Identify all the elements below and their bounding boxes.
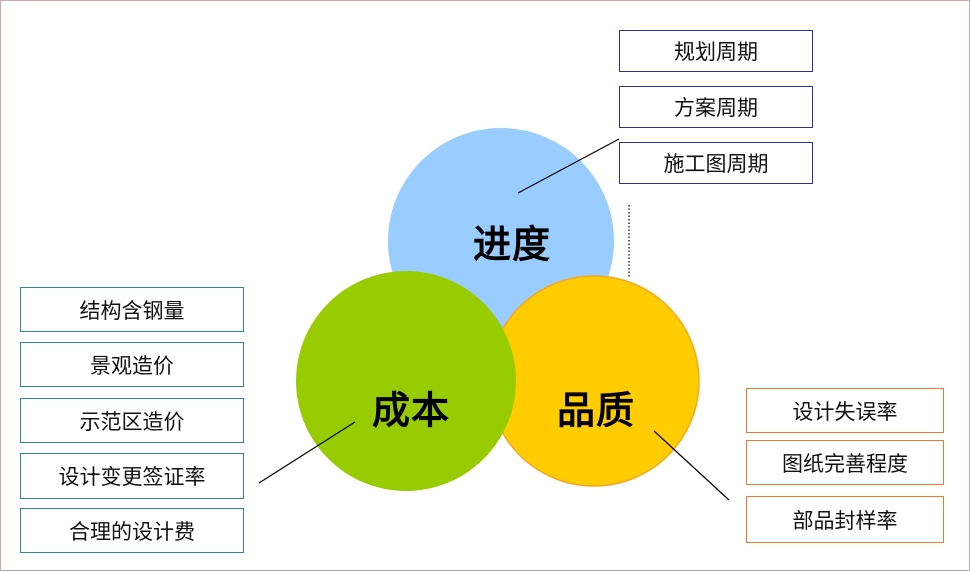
cost-item: 设计变更签证率 xyxy=(20,453,244,499)
schedule-item: 施工图周期 xyxy=(619,142,813,184)
quality-label: 品质 xyxy=(556,387,636,433)
schedule-connector-line xyxy=(517,138,620,194)
cost-circle xyxy=(296,271,516,491)
schedule-item: 规划周期 xyxy=(619,30,813,72)
cost-item: 合理的设计费 xyxy=(20,508,244,553)
quality-item: 设计失误率 xyxy=(746,388,944,433)
cost-item: 结构含钢量 xyxy=(20,287,244,332)
quality-item: 图纸完善程度 xyxy=(746,440,944,485)
cost-item: 示范区造价 xyxy=(20,398,244,443)
quality-connector-line xyxy=(653,430,730,501)
quality-item: 部品封样率 xyxy=(746,496,944,543)
schedule-item: 方案周期 xyxy=(619,86,813,128)
schedule-label: 进度 xyxy=(472,221,552,267)
cost-item: 景观造价 xyxy=(20,342,244,387)
cost-label: 成本 xyxy=(371,387,451,433)
cost-connector-line xyxy=(258,421,356,484)
